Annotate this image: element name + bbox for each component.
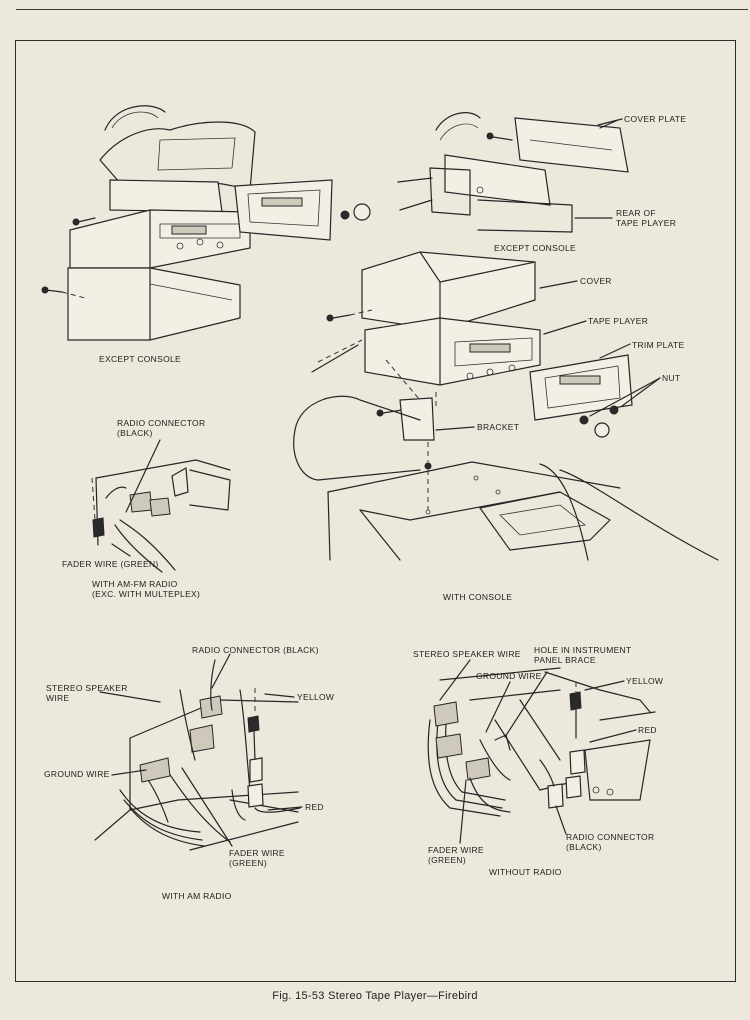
amfm-radio-connector-label: RADIO CONNECTOR (BLACK) — [117, 418, 206, 438]
nr-fader-wire-label: FADER WIRE (GREEN) — [428, 845, 484, 865]
trim-plate-label: TRIM PLATE — [632, 340, 685, 350]
am-fader-wire-label: FADER WIRE (GREEN) — [229, 848, 285, 868]
am-ground-wire-label: GROUND WIRE — [44, 769, 110, 779]
cover-plate-label: COVER PLATE — [624, 114, 687, 124]
nut-label: NUT — [662, 373, 681, 383]
header-rule — [16, 9, 748, 10]
tl-title: EXCEPT CONSOLE — [99, 354, 181, 364]
am-title: WITH AM RADIO — [162, 891, 232, 901]
cover-label: COVER — [580, 276, 612, 286]
tape-player-label: TAPE PLAYER — [588, 316, 649, 326]
leader-lines — [99, 118, 661, 847]
with-console-title: WITH CONSOLE — [443, 592, 513, 602]
am-radio-connector-label: RADIO CONNECTOR (BLACK) — [192, 645, 319, 655]
am-yellow-label: YELLOW — [297, 692, 335, 702]
am-red-label: RED — [305, 802, 324, 812]
nr-red-label: RED — [638, 725, 657, 735]
without-radio-drawing — [427, 667, 656, 817]
figure-caption: Fig. 15-53 Stereo Tape Player—Firebird — [272, 990, 478, 1002]
tl-except-console-drawing — [41, 105, 371, 341]
amfm-title: WITH AM-FM RADIO (EXC. WITH MULTEPLEX) — [92, 579, 201, 599]
nr-yellow-label: YELLOW — [626, 676, 664, 686]
nr-title: WITHOUT RADIO — [489, 867, 562, 877]
rear-of-tape-player-label: REAR OF TAPE PLAYER — [616, 208, 677, 228]
nr-hole-label: HOLE IN INSTRUMENT PANEL BRACE — [534, 645, 632, 665]
with-console-drawing — [293, 251, 719, 561]
am-stereo-speaker-wire-label: STEREO SPEAKER WIRE — [46, 683, 128, 703]
bracket-label: BRACKET — [477, 422, 520, 432]
nr-stereo-speaker-wire-label: STEREO SPEAKER WIRE — [413, 649, 521, 659]
tr-except-console-drawing — [397, 112, 629, 233]
tr-title: EXCEPT CONSOLE — [494, 243, 576, 253]
figure-frame — [15, 40, 736, 982]
am-radio-drawing — [94, 659, 301, 851]
nr-ground-wire-label: GROUND WIRE — [476, 671, 542, 681]
am-fm-drawing — [91, 459, 231, 573]
nr-radio-connector-label: RADIO CONNECTOR (BLACK) — [566, 832, 655, 852]
amfm-fader-wire-label: FADER WIRE (GREEN) — [62, 559, 159, 569]
